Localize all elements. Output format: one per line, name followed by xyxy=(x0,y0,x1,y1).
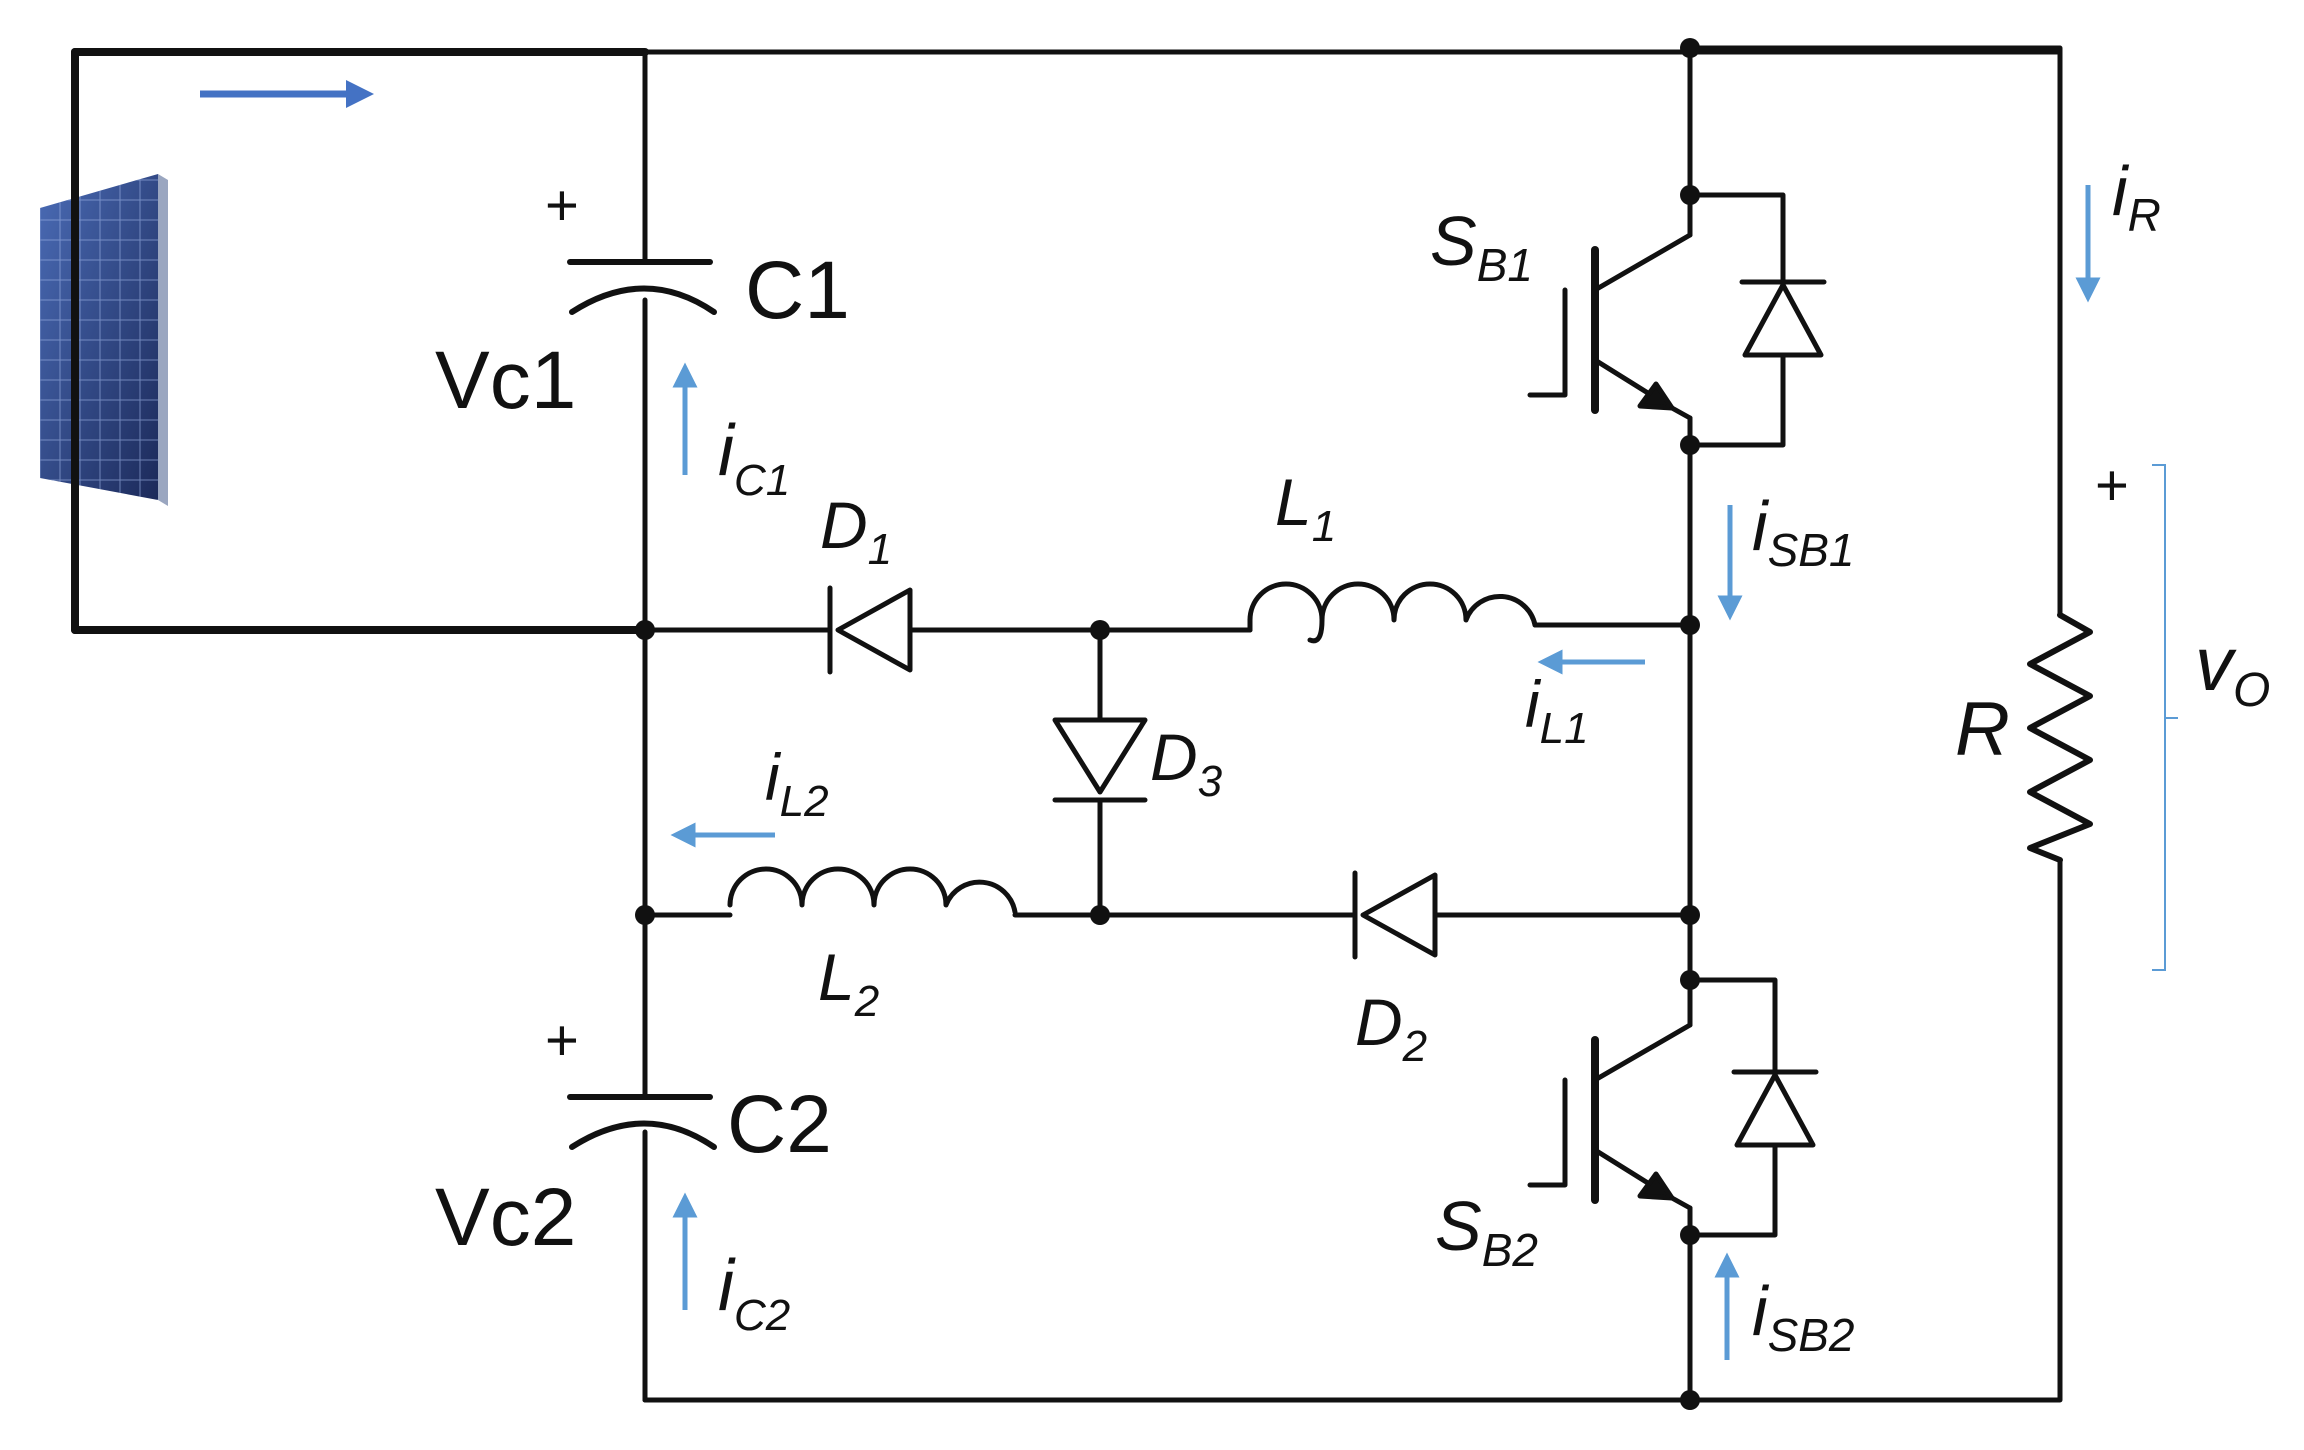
vc2-label: Vc2 xyxy=(435,1172,576,1263)
junction-dots xyxy=(635,38,1700,1410)
ic1-label: iC1 xyxy=(718,411,790,505)
inductor-l2-icon xyxy=(727,866,1018,915)
isb1-label: iSB1 xyxy=(1752,487,1855,576)
d2-label: D2 xyxy=(1355,985,1427,1071)
inductor-l1-icon xyxy=(1247,581,1538,644)
igbt-sb1-icon xyxy=(1527,192,1827,448)
igbt-sb2-icon xyxy=(1527,977,1819,1238)
capacitor-c1 xyxy=(567,259,717,315)
diode-d2-icon xyxy=(1352,870,1438,960)
current-arrows xyxy=(670,185,2101,1360)
l2-label: L2 xyxy=(818,940,879,1026)
c1-label: C1 xyxy=(745,245,850,336)
vo-label: vO xyxy=(2195,622,2270,717)
c1-plus-label: + xyxy=(545,173,579,238)
diode-d3-icon xyxy=(1052,717,1148,803)
r-label: R xyxy=(1955,687,2010,772)
d3-label: D3 xyxy=(1150,720,1223,806)
isb2-label: iSB2 xyxy=(1752,1272,1855,1361)
pv-panel-icon xyxy=(40,174,168,506)
sb2-label: SB2 xyxy=(1435,1187,1538,1276)
sb1-label: SB1 xyxy=(1430,202,1533,291)
vo-bracket xyxy=(2152,464,2178,971)
vc1-label: Vc1 xyxy=(435,335,576,426)
capacitor-c2 xyxy=(567,1094,717,1150)
d1-label: D1 xyxy=(820,488,892,574)
l1-label: L1 xyxy=(1275,465,1336,551)
il1-label: iL1 xyxy=(1525,667,1589,753)
diode-d1-icon xyxy=(827,585,913,675)
wires xyxy=(71,45,2063,1403)
resistor-r-icon xyxy=(2027,612,2093,863)
ic2-label: iC2 xyxy=(718,1246,790,1340)
il2-label: iL2 xyxy=(765,740,829,826)
ir-label: iR xyxy=(2112,152,2161,241)
vo-plus-label: + xyxy=(2095,453,2129,518)
c2-label: C2 xyxy=(727,1079,832,1170)
c2-plus-label: + xyxy=(545,1008,579,1073)
